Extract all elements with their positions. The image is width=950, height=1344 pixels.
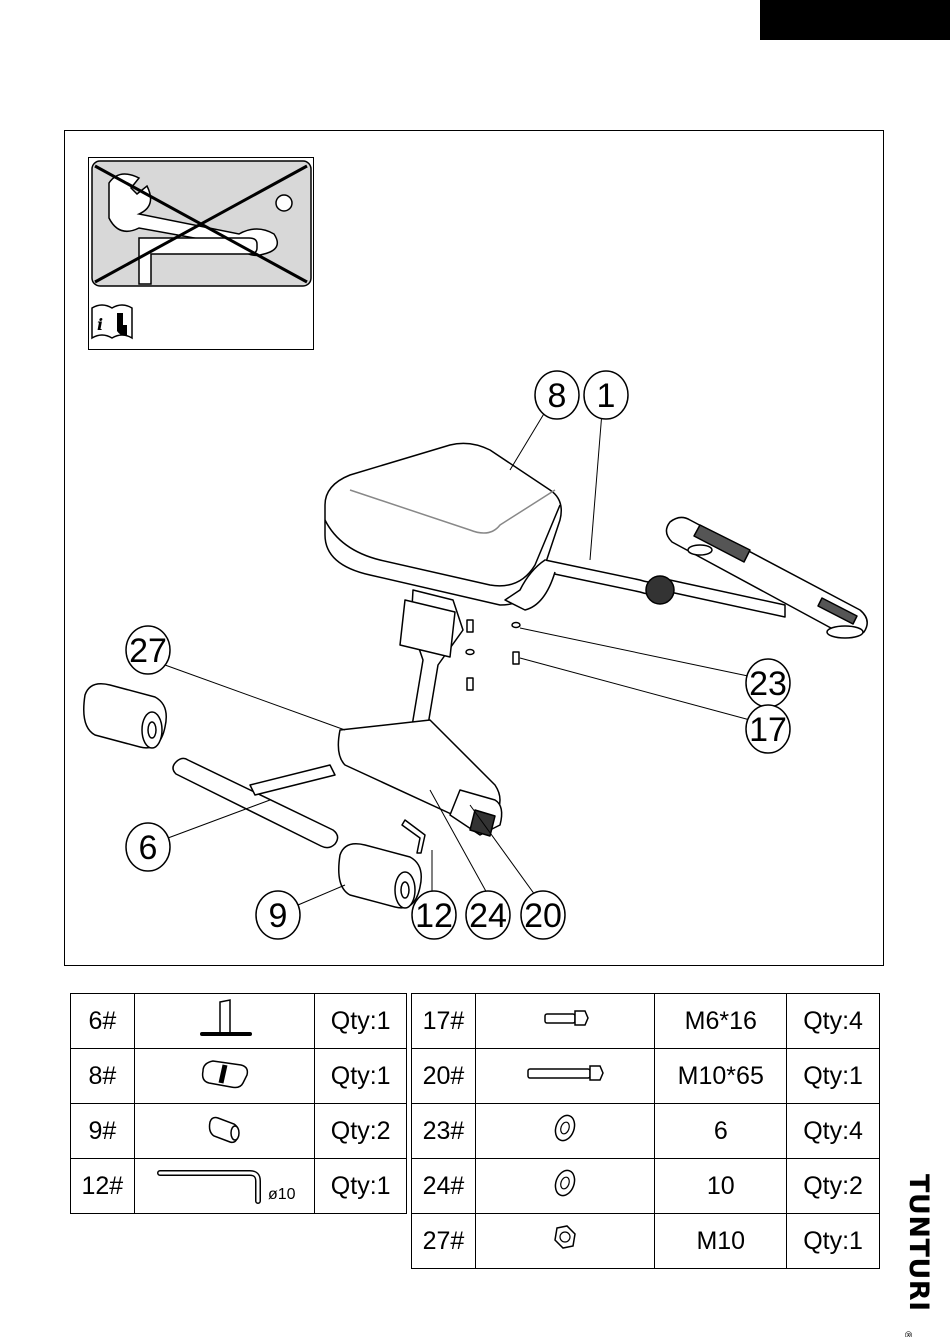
exploded-assembly-drawing: 8 1 27 23 17 6 9 12 24 20 xyxy=(0,0,950,970)
table-row: 9# Qty:2 xyxy=(71,1104,407,1159)
parts-table-left: 6# Qty:1 8# Qty:1 9# Qty:2 12# xyxy=(70,993,407,1214)
l-pin-icon: ø10 xyxy=(150,1161,300,1205)
callout-label: 23 xyxy=(749,665,787,703)
part-id: 24# xyxy=(412,1159,476,1214)
part-id: 8# xyxy=(71,1049,135,1104)
registered-mark: ® xyxy=(902,1330,913,1337)
foam-roller-icon xyxy=(200,1108,250,1148)
table-row: 8# Qty:1 xyxy=(71,1049,407,1104)
part-spec: M6*16 xyxy=(655,994,787,1049)
part-id: 20# xyxy=(412,1049,476,1104)
table-row: 27# M10 Qty:1 xyxy=(412,1214,880,1269)
t-bar-icon xyxy=(190,996,260,1040)
callout-label: 12 xyxy=(415,897,453,935)
table-row: 17# M6*16 Qty:4 xyxy=(412,994,880,1049)
seat-pad-icon xyxy=(195,1053,255,1093)
parts-table-right: 17# M6*16 Qty:4 20# M10*65 Qty:1 23# xyxy=(411,993,880,1269)
brand-logo: TUNTURI ® xyxy=(902,1172,942,1337)
part-spec: 6 xyxy=(655,1104,787,1159)
short-bolt-icon xyxy=(535,1003,595,1033)
part-id: 6# xyxy=(71,994,135,1049)
washer-icon xyxy=(545,1165,585,1201)
table-row: 24# 10 Qty:2 xyxy=(412,1159,880,1214)
brand-name: TUNTURI xyxy=(903,1174,934,1312)
part-id: 17# xyxy=(412,994,476,1049)
part-spec: M10*65 xyxy=(655,1049,787,1104)
part-qty: Qty:1 xyxy=(315,994,407,1049)
part-qty: Qty:1 xyxy=(787,1214,880,1269)
part-spec: ø10 xyxy=(268,1186,296,1203)
nut-icon xyxy=(545,1220,585,1256)
part-id: 27# xyxy=(412,1214,476,1269)
callout-label: 8 xyxy=(548,377,567,415)
part-qty: Qty:1 xyxy=(787,1049,880,1104)
callout-label: 20 xyxy=(524,897,562,935)
part-qty: Qty:4 xyxy=(787,994,880,1049)
callout-label: 1 xyxy=(597,377,616,415)
part-qty: Qty:2 xyxy=(315,1104,407,1159)
table-row: 12# ø10 Qty:1 xyxy=(71,1159,407,1214)
table-row: 20# M10*65 Qty:1 xyxy=(412,1049,880,1104)
washer-icon xyxy=(545,1110,585,1146)
part-id: 23# xyxy=(412,1104,476,1159)
callout-label: 27 xyxy=(129,632,167,670)
callout-label: 24 xyxy=(469,897,507,935)
part-spec: 10 xyxy=(655,1159,787,1214)
callout-label: 9 xyxy=(269,897,288,935)
part-qty: Qty:1 xyxy=(315,1049,407,1104)
part-id: 9# xyxy=(71,1104,135,1159)
table-row: 23# 6 Qty:4 xyxy=(412,1104,880,1159)
part-id: 12# xyxy=(71,1159,135,1214)
part-spec: M10 xyxy=(655,1214,787,1269)
callout-label: 6 xyxy=(139,829,158,867)
part-qty: Qty:4 xyxy=(787,1104,880,1159)
callout-label: 17 xyxy=(749,711,787,749)
table-row: 6# Qty:1 xyxy=(71,994,407,1049)
part-qty: Qty:1 xyxy=(315,1159,407,1214)
part-qty: Qty:2 xyxy=(787,1159,880,1214)
long-bolt-icon xyxy=(520,1058,610,1088)
